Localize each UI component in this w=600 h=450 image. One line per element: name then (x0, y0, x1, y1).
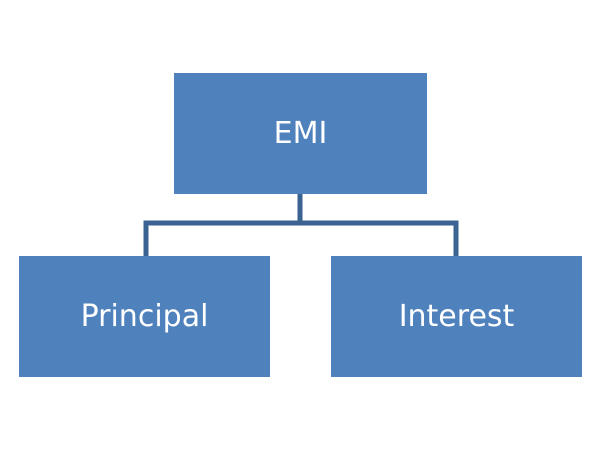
connector-bus (143, 220, 459, 256)
node-principal-label: Principal (80, 298, 209, 334)
node-emi: EMI (174, 73, 427, 194)
node-interest: Interest (331, 256, 582, 377)
node-principal: Principal (19, 256, 270, 377)
node-interest-label: Interest (398, 298, 515, 334)
node-emi-label: EMI (273, 115, 328, 151)
